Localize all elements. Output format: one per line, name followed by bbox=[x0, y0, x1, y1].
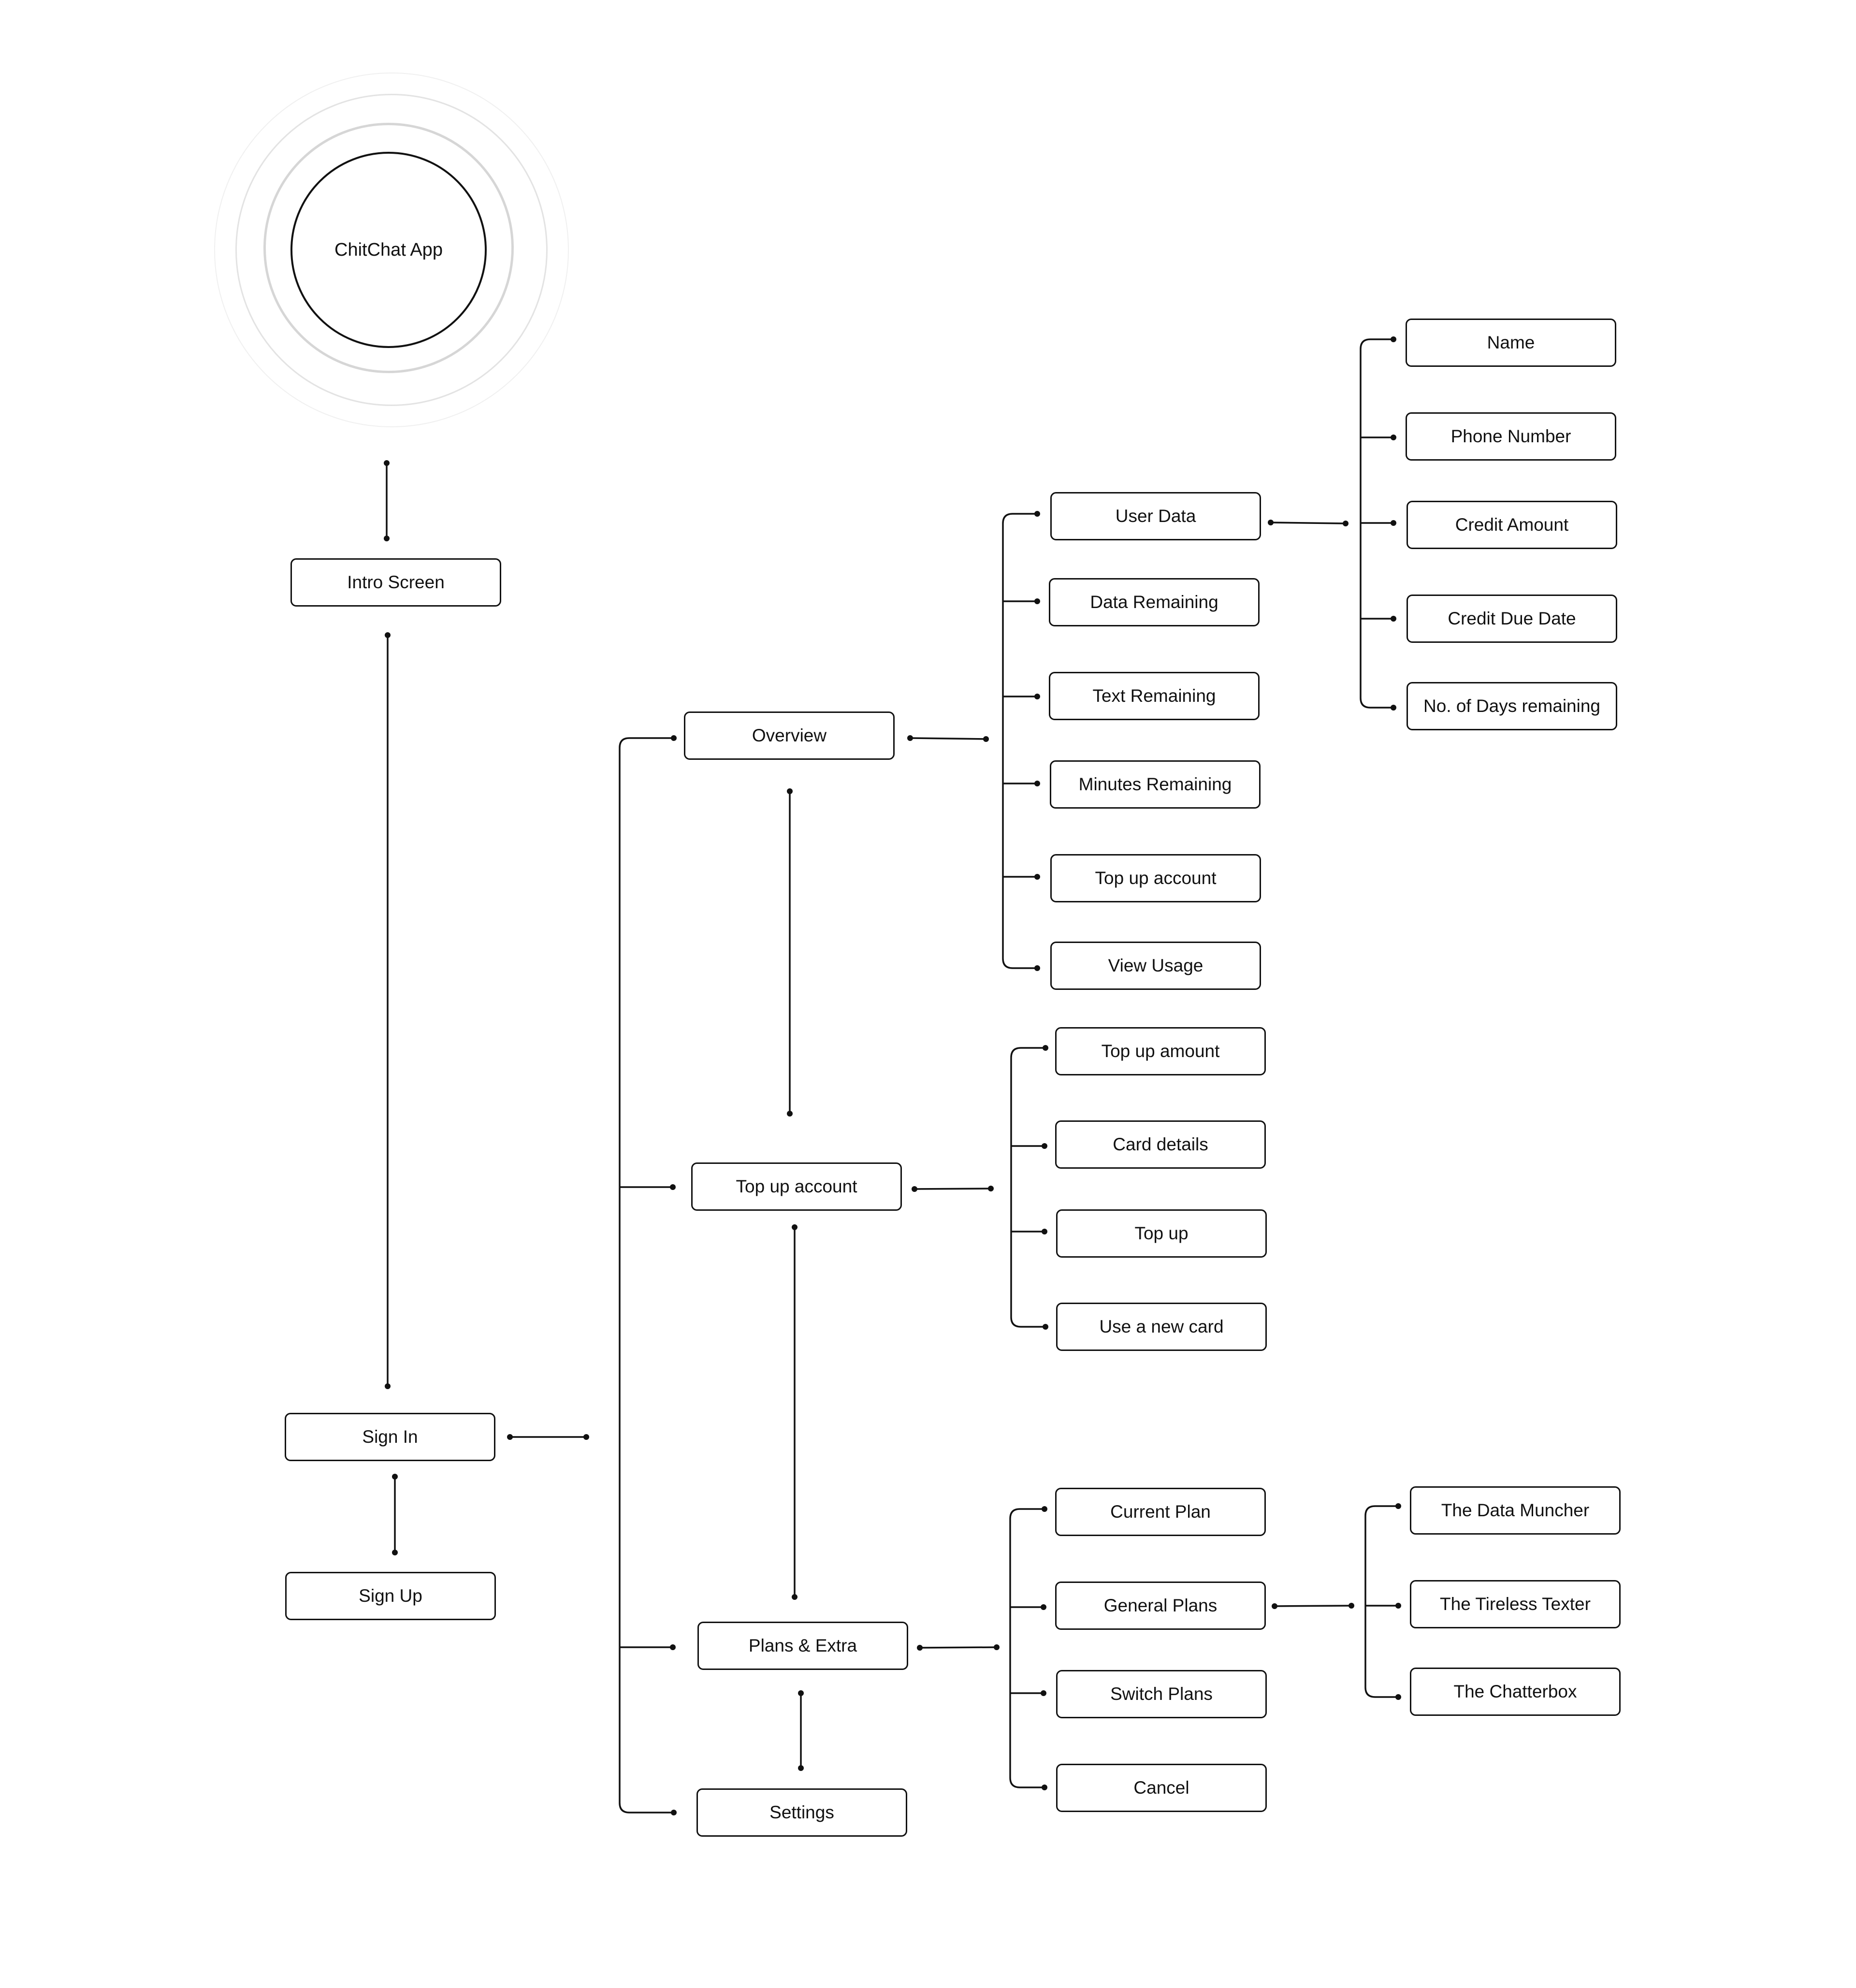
node-credit-due-date[interactable]: Credit Due Date bbox=[1406, 595, 1617, 643]
node-use-new-card[interactable]: Use a new card bbox=[1056, 1303, 1267, 1351]
app-inner-ring bbox=[263, 123, 514, 373]
node-view-usage[interactable]: View Usage bbox=[1050, 942, 1261, 990]
node-chatterbox[interactable]: The Chatterbox bbox=[1410, 1668, 1621, 1716]
node-overview[interactable]: Overview bbox=[684, 711, 895, 760]
node-days-remaining[interactable]: No. of Days remaining bbox=[1406, 682, 1617, 730]
node-top-up-amount[interactable]: Top up amount bbox=[1055, 1027, 1266, 1075]
node-top-up[interactable]: Top up bbox=[1056, 1209, 1267, 1258]
node-general-plans[interactable]: General Plans bbox=[1055, 1582, 1266, 1630]
app-root-circle[interactable] bbox=[290, 152, 487, 348]
node-credit-amount[interactable]: Credit Amount bbox=[1406, 501, 1617, 549]
node-minutes-remaining[interactable]: Minutes Remaining bbox=[1050, 760, 1261, 809]
app-ring bbox=[235, 94, 548, 406]
node-tireless-texter[interactable]: The Tireless Texter bbox=[1410, 1580, 1621, 1628]
node-settings[interactable]: Settings bbox=[696, 1788, 907, 1837]
app-outer-ring bbox=[214, 73, 569, 427]
node-cancel[interactable]: Cancel bbox=[1056, 1764, 1267, 1812]
node-intro-screen[interactable]: Intro Screen bbox=[290, 558, 501, 607]
node-switch-plans[interactable]: Switch Plans bbox=[1056, 1670, 1267, 1718]
node-text-remaining[interactable]: Text Remaining bbox=[1049, 672, 1260, 720]
node-data-muncher[interactable]: The Data Muncher bbox=[1410, 1486, 1621, 1535]
node-current-plan[interactable]: Current Plan bbox=[1055, 1488, 1266, 1536]
node-user-data[interactable]: User Data bbox=[1050, 492, 1261, 540]
node-plans-extra[interactable]: Plans & Extra bbox=[697, 1622, 908, 1670]
node-sign-up[interactable]: Sign Up bbox=[285, 1572, 496, 1620]
node-sign-in[interactable]: Sign In bbox=[285, 1413, 495, 1461]
node-card-details[interactable]: Card details bbox=[1055, 1120, 1266, 1169]
node-top-up-account[interactable]: Top up account bbox=[691, 1162, 902, 1211]
node-phone-number[interactable]: Phone Number bbox=[1406, 412, 1616, 461]
node-data-remaining[interactable]: Data Remaining bbox=[1049, 578, 1260, 626]
node-name[interactable]: Name bbox=[1406, 319, 1616, 367]
node-overview-top-up-account[interactable]: Top up account bbox=[1050, 854, 1261, 902]
app-title: ChitChat App bbox=[334, 239, 443, 260]
